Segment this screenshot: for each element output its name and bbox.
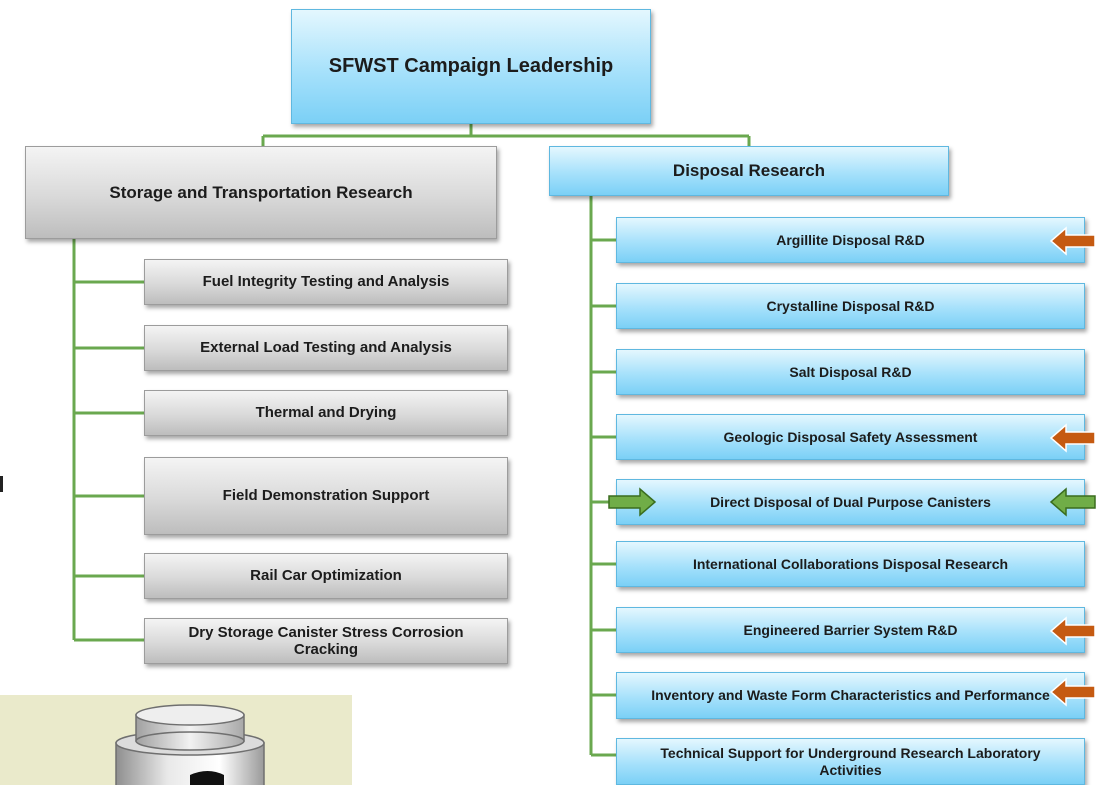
storage-item: Dry Storage Canister Stress Corrosion Cr… xyxy=(144,618,508,664)
disposal-node: Disposal Research xyxy=(549,146,949,196)
disposal-label: Disposal Research xyxy=(672,161,826,181)
disposal-item: Argillite Disposal R&D xyxy=(616,217,1085,263)
edge-marker xyxy=(0,476,3,492)
disposal-item: Technical Support for Underground Resear… xyxy=(616,738,1085,785)
storage-label: Storage and Transportation Research xyxy=(109,182,413,202)
storage-node: Storage and Transportation Research xyxy=(25,146,497,239)
storage-item-label: Field Demonstration Support xyxy=(222,487,430,505)
disposal-item: Direct Disposal of Dual Purpose Canister… xyxy=(616,479,1085,525)
disposal-item-label: Argillite Disposal R&D xyxy=(776,231,925,248)
disposal-item: Inventory and Waste Form Characteristics… xyxy=(616,672,1085,719)
storage-item-label: Fuel Integrity Testing and Analysis xyxy=(202,273,450,291)
disposal-item: Geologic Disposal Safety Assessment xyxy=(616,414,1085,460)
disposal-item-label: Engineered Barrier System R&D xyxy=(743,621,958,638)
storage-item: Fuel Integrity Testing and Analysis xyxy=(144,259,508,305)
green-arrow-right-icon xyxy=(608,487,657,517)
storage-item-label: Rail Car Optimization xyxy=(250,567,402,585)
orange-arrow-left-icon xyxy=(1049,226,1096,256)
disposal-item: Crystalline Disposal R&D xyxy=(616,283,1085,329)
disposal-item-label: International Collaborations Disposal Re… xyxy=(692,555,1009,572)
orange-arrow-left-icon xyxy=(1049,423,1096,453)
storage-item-label: Thermal and Drying xyxy=(255,404,397,422)
disposal-item-label: Technical Support for Underground Resear… xyxy=(660,745,1041,778)
storage-item-label: External Load Testing and Analysis xyxy=(200,339,452,357)
root-node: SFWST Campaign Leadership xyxy=(291,9,651,124)
storage-item: Field Demonstration Support xyxy=(144,457,508,535)
orange-arrow-left-icon xyxy=(1049,616,1096,646)
storage-item: Rail Car Optimization xyxy=(144,553,508,599)
disposal-item: International Collaborations Disposal Re… xyxy=(616,541,1085,587)
disposal-item-label: Direct Disposal of Dual Purpose Canister… xyxy=(710,493,991,510)
root-label: SFWST Campaign Leadership xyxy=(328,55,614,77)
storage-item: Thermal and Drying xyxy=(144,390,508,436)
disposal-item: Salt Disposal R&D xyxy=(616,349,1085,395)
canister-photo-icon xyxy=(115,704,265,785)
disposal-item: Engineered Barrier System R&D xyxy=(616,607,1085,653)
canister-photo xyxy=(0,695,352,785)
orange-arrow-left-icon xyxy=(1049,677,1096,707)
green-arrow-left-icon xyxy=(1049,487,1096,517)
disposal-item-label: Salt Disposal R&D xyxy=(789,363,912,380)
disposal-item-label: Inventory and Waste Form Characteristics… xyxy=(651,687,1050,704)
storage-item-label: Dry Storage Canister Stress Corrosion Cr… xyxy=(188,623,464,658)
disposal-item-label: Crystalline Disposal R&D xyxy=(766,297,935,314)
disposal-item-label: Geologic Disposal Safety Assessment xyxy=(723,428,978,445)
storage-item: External Load Testing and Analysis xyxy=(144,325,508,371)
